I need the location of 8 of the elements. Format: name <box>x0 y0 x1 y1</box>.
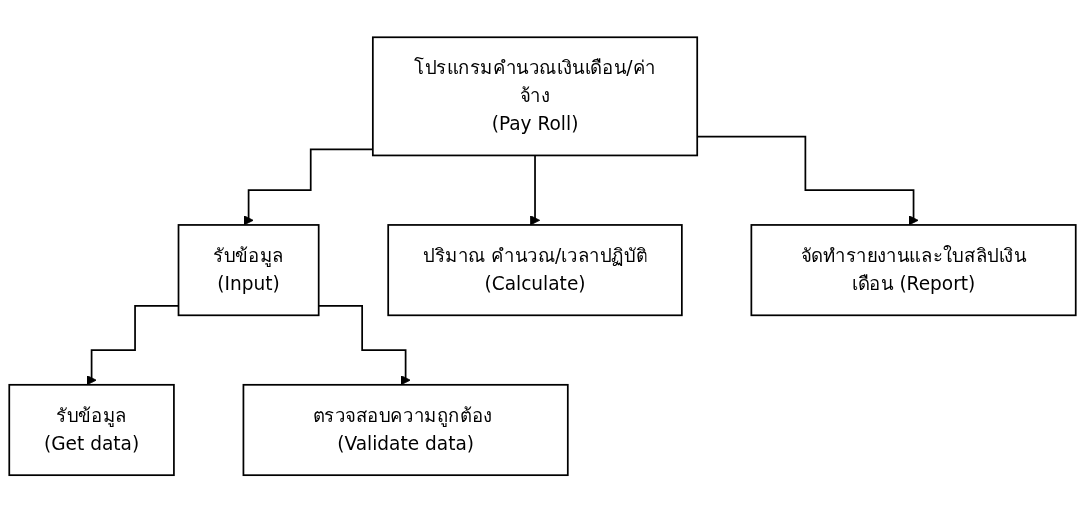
arrow <box>529 154 541 226</box>
node-box: รับข้อมูล (Input) <box>177 224 320 317</box>
node-box: รับข้อมูล (Get data) <box>8 384 175 477</box>
node-box: ตรวจสอบความถูกต้อง (Validate data) <box>242 384 569 477</box>
node-box: จัดทำรายงานและใบสลิปเงินเดือน (Report) <box>750 224 1077 317</box>
arrow <box>243 148 374 226</box>
node-box: ปริมาณ คำนวณ/เวลาปฏิบัติ (Calculate) <box>387 224 683 317</box>
node-box: โปรแกรมคำนวณเงินเดือน/ค่าจ้าง (Pay Roll) <box>371 36 699 157</box>
